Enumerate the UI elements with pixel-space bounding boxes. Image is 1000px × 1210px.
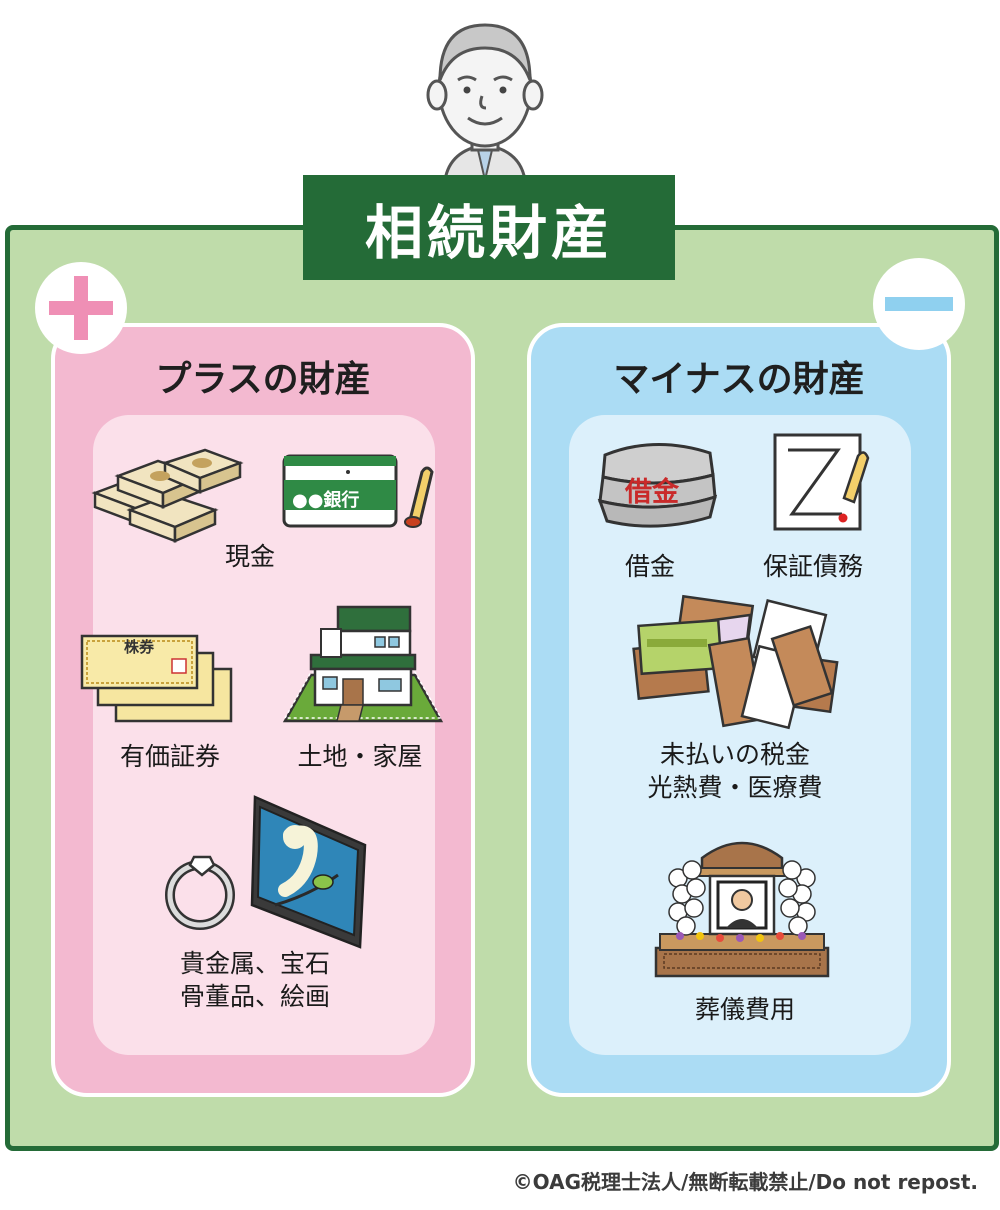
minus-panel-title: マイナスの財産 bbox=[613, 359, 865, 400]
plus-item-label-cash: 現金 bbox=[224, 542, 275, 571]
minus-item-label-guarantee: 保証債務 bbox=[762, 552, 863, 581]
minus-sign-icon bbox=[885, 297, 953, 311]
ring-painting-icon bbox=[165, 795, 367, 949]
plus-item-label-valuables-1: 貴金属、宝石 bbox=[179, 949, 330, 978]
bank-book-icon bbox=[282, 454, 434, 528]
plus-panel-title: プラスの財産 bbox=[155, 359, 371, 400]
debt-bag-label: 借金 bbox=[625, 477, 679, 508]
copyright-notice: ©OAG税理士法人/無断転載禁止/Do not repost. bbox=[512, 1170, 978, 1194]
securities-icon bbox=[80, 634, 233, 723]
house-icon bbox=[282, 605, 444, 723]
minus-item-label-unpaid-2: 光熱費・医療費 bbox=[647, 773, 823, 802]
stock-certificate-label: 株券 bbox=[124, 638, 155, 656]
minus-item-label-debt: 借金 bbox=[624, 552, 675, 581]
minus-item-label-funeral: 葬儀費用 bbox=[694, 995, 795, 1024]
cash-icon bbox=[91, 448, 244, 543]
plus-sign-icon bbox=[49, 276, 113, 340]
bills-icon bbox=[632, 594, 839, 730]
plus-item-label-securities: 有価証券 bbox=[119, 742, 220, 771]
guarantee-document-icon bbox=[773, 433, 870, 531]
debt-bag-icon bbox=[597, 442, 718, 528]
plus-item-label-real-estate: 土地・家屋 bbox=[297, 742, 423, 771]
minus-item-label-unpaid-1: 未払いの税金 bbox=[659, 740, 810, 769]
bank-book-label: ●●銀行 bbox=[292, 490, 360, 511]
plus-item-label-valuables-2: 骨董品、絵画 bbox=[179, 982, 330, 1011]
page-title: 相続財産 bbox=[303, 175, 675, 280]
elderly-man-icon bbox=[426, 23, 544, 182]
funeral-altar-icon bbox=[654, 841, 830, 978]
